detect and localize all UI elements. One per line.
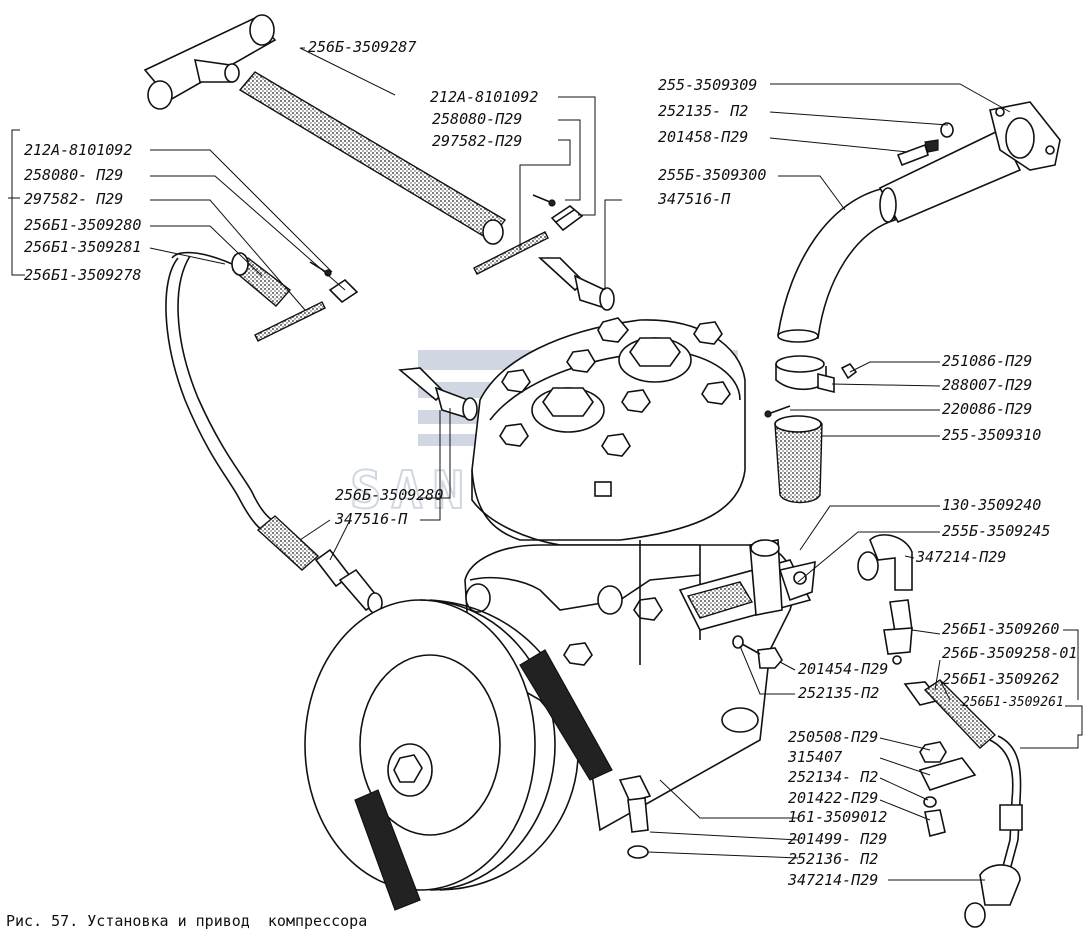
drive-pulley	[304, 599, 613, 911]
hose-clamp-set	[764, 355, 858, 504]
label-256B1-3509281: 256Б1-3509281	[24, 238, 141, 256]
label-220086-P29: 220086-П29	[942, 400, 1032, 418]
label-255B-3509300: 255Б-3509300	[658, 166, 766, 184]
label-212A-8101092-left: 212А-8101092	[24, 141, 132, 159]
fitting-347516-left	[398, 367, 478, 421]
label-255-3509309: 255-3509309	[658, 76, 757, 94]
label-161-3509012: 161-3509012	[788, 808, 887, 826]
label-315407: 315407	[787, 748, 842, 766]
label-297582-P29-top: 297582-П29	[432, 132, 522, 150]
label-256B1-3509261: 256Б1-3509261	[962, 695, 1064, 710]
label-252135-P2-top: 252135- П2	[658, 102, 748, 120]
label-297582-P29-left: 297582- П29	[24, 190, 123, 208]
label-256B-3509258-01: 256Б-3509258-01	[942, 644, 1077, 662]
label-130-3509240: 130-3509240	[942, 496, 1041, 514]
label-251086-P29: 251086-П29	[942, 352, 1032, 370]
label-255-3509310: 255-3509310	[942, 426, 1041, 444]
bottom-bolt-set	[618, 775, 652, 859]
unloader-valve	[678, 539, 816, 631]
label-252134-P2: 252134- П2	[788, 768, 878, 786]
label-201458-P29: 201458-П29	[658, 128, 748, 146]
outlet-pipe	[777, 101, 1061, 343]
label-347214-P29-bottom: 347214-П29	[787, 871, 878, 889]
compressor-head	[471, 317, 746, 546]
label-347516-P-top: 347516-П	[657, 190, 731, 208]
label-252135-P2-low: 252135-П2	[798, 684, 879, 702]
label-256B-3509287: 256Б-3509287	[308, 38, 416, 56]
bolt-201454	[732, 635, 783, 669]
label-256B1-3509260: 256Б1-3509260	[942, 620, 1059, 638]
left-air-tube	[165, 251, 383, 614]
label-256B1-3509280: 256Б1-3509280	[24, 216, 141, 234]
leader-lines	[8, 47, 1083, 881]
small-clip-set-left	[254, 261, 359, 342]
label-256B1-3509278: 256Б1-3509278	[24, 266, 141, 284]
label-256B-3509280: 256Б-3509280	[335, 486, 443, 504]
label-201499-P29: 201499- П29	[788, 830, 887, 848]
fitting-347516-top	[537, 257, 615, 311]
label-252136-P2: 252136- П2	[788, 850, 878, 868]
label-201422-P29: 201422-П29	[788, 789, 878, 807]
label-256B1-3509262: 256Б1-3509262	[942, 670, 1059, 688]
label-201454-P29: 201454-П29	[798, 660, 888, 678]
air-intake-hose	[143, 14, 549, 275]
small-clip-set-top	[532, 194, 584, 232]
right-side-hose-assembly	[857, 534, 1023, 928]
label-258080-P29-top: 258080-П29	[432, 110, 522, 128]
label-347516-P-mid: 347516-П	[334, 510, 408, 528]
label-347214-P29-right: 347214-П29	[915, 548, 1006, 566]
label-212A-8101092-top: 212А-8101092	[430, 88, 538, 106]
part-labels: 256Б-3509287 212А-8101092 258080-П29 297…	[24, 38, 1077, 889]
label-258080-P29-left: 258080- П29	[24, 166, 123, 184]
label-288007-P29: 288007-П29	[942, 376, 1032, 394]
label-255B-3509245: 255Б-3509245	[942, 522, 1050, 540]
figure-caption: Рис. 57. Установка и привод компрессора	[6, 912, 368, 930]
label-250508-P29: 250508-П29	[788, 728, 878, 746]
